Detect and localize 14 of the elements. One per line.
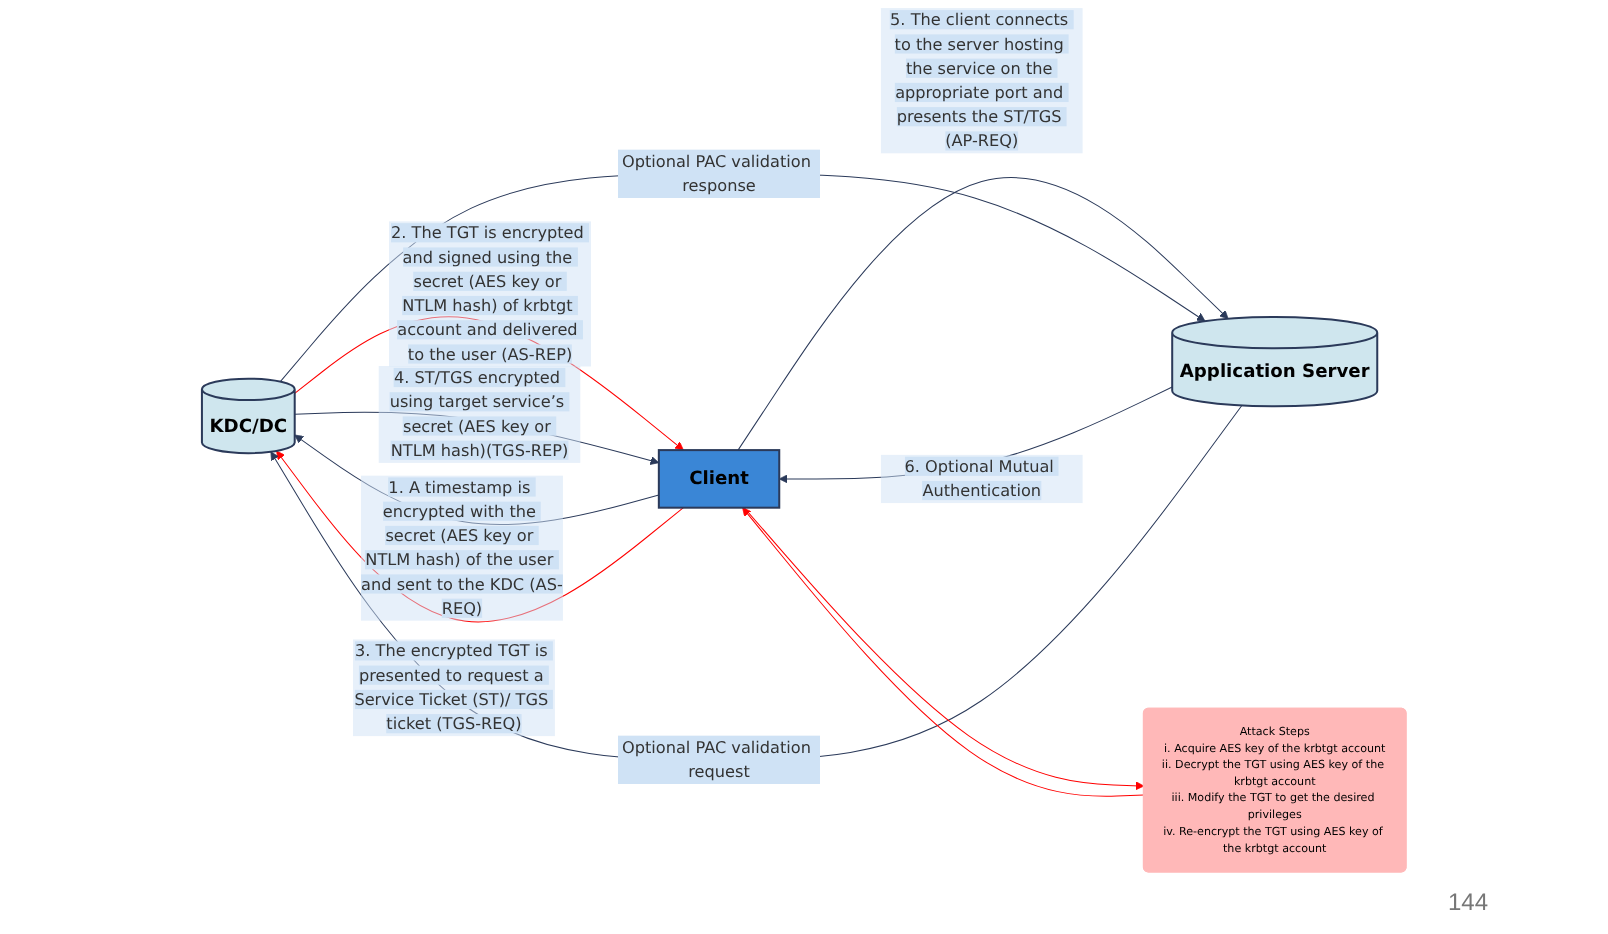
edge-label: 6. Optional Mutual Authentication: [904, 456, 1054, 501]
edge-label: 1. A timestamp is encrypted with the secret (AES key or NTLM hash) of the user and sent to the KDC (AS-REQ): [361, 477, 563, 618]
arrow: [276, 450, 684, 623]
edge-label: 5. The client connects to the server hosting the service on the appropriate port and presents the ST/TGS (AP-REQ): [890, 10, 1069, 151]
edge-label: Optional PAC validation request: [621, 737, 811, 781]
arrow: [270, 405, 1243, 761]
edge-label: Optional PAC validation response: [621, 151, 811, 195]
arrow: [737, 177, 1229, 451]
node-box: Client: [657, 449, 781, 509]
page-number: 144: [1447, 888, 1488, 916]
edge-label: 4. ST/TGS encrypted using target service’s secret (AES key or NTLM hash)(TGS-REP): [389, 367, 569, 460]
arrow: [279, 173, 1206, 383]
edge-label: 3. The encrypted TGT is presented to request a Service Ticket (ST)/ TGS ticket (TGS-REQ): [354, 641, 549, 734]
edge-label: 2. The TGT is encrypted and signed using the secret (AES key or NTLM hash) of krbtgt account and delivered to the user (AS-REP): [391, 223, 584, 364]
